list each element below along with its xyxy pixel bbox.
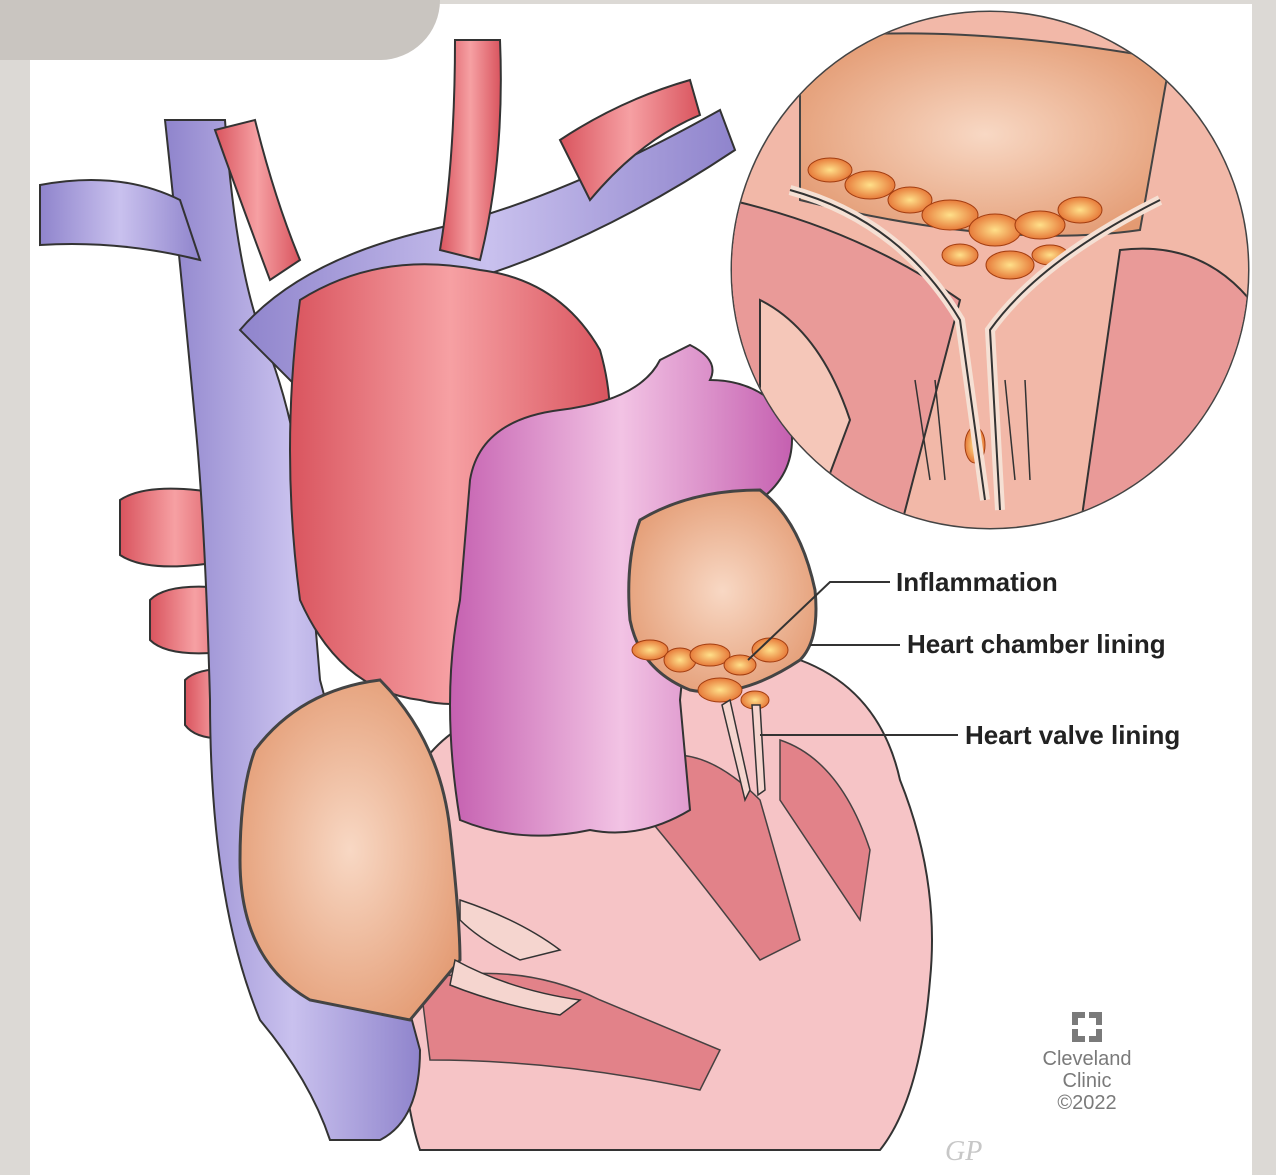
cleveland-clinic-logo-icon <box>1072 1012 1102 1042</box>
callout-zoom <box>730 10 1250 530</box>
artist-signature: GP <box>945 1136 982 1167</box>
brand-name-line1: Cleveland <box>1022 1048 1152 1070</box>
cleveland-clinic-brand: Cleveland Clinic ©2022 <box>1022 1012 1152 1114</box>
brand-copyright: ©2022 <box>1022 1092 1152 1114</box>
label-inflammation: Inflammation <box>896 567 1058 598</box>
label-heart-chamber-lining: Heart chamber lining <box>907 629 1166 660</box>
right-atrium <box>240 680 460 1020</box>
label-heart-valve-lining: Heart valve lining <box>965 720 1180 751</box>
brand-name-line2: Clinic <box>1022 1070 1152 1092</box>
